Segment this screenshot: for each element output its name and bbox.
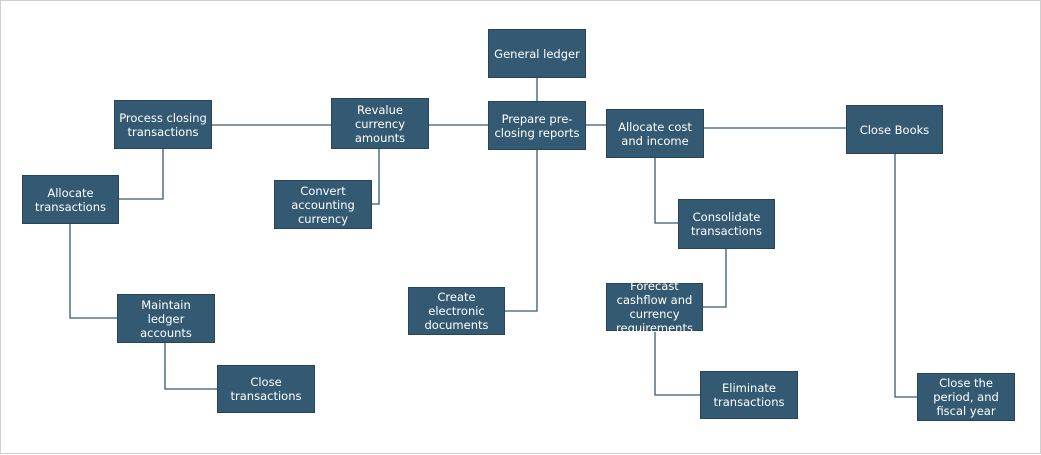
node-allocate-cost-and-income: Allocate cost and income [606,109,704,158]
connector-allocate-consolidate [654,158,678,224]
connector-consolidate-forecast [703,249,727,308]
node-prepare-pre-closing-reports: Prepare pre-closing reports [488,101,586,150]
node-create-electronic-documents: Create electronic documents [408,287,505,335]
connector-allocate-maintain [69,224,117,319]
node-close-the-period-and-fiscal-year: Close the period, and fiscal year [917,373,1015,421]
node-revalue-currency-amounts: Revalue currency amounts [331,98,429,149]
node-close-books: Close Books [846,105,943,154]
node-general-ledger: General ledger [488,29,586,78]
node-forecast-cashflow-and-currency-requirements: Forecast cashflow and currency requireme… [606,279,703,335]
connector-maintain-close-transactions [164,343,217,390]
node-maintain-ledger-accounts: Maintain ledger accounts [117,294,215,343]
connector-close-books-close-period [894,154,917,398]
node-close-transactions: Close transactions [217,365,315,413]
node-eliminate-transactions: Eliminate transactions [700,371,798,419]
connector-prepare-create-electronic [505,149,538,312]
connector-revalue-convert [372,149,380,205]
node-process-closing-transactions: Process closing transactions [114,100,212,149]
node-allocate-transactions: Allocate transactions [22,175,119,224]
connector-forecast-eliminate [654,331,700,396]
connector-process-allocate [119,149,164,200]
node-consolidate-transactions: Consolidate transactions [678,199,775,249]
node-convert-accounting-currency: Convert accounting currency [274,180,372,229]
